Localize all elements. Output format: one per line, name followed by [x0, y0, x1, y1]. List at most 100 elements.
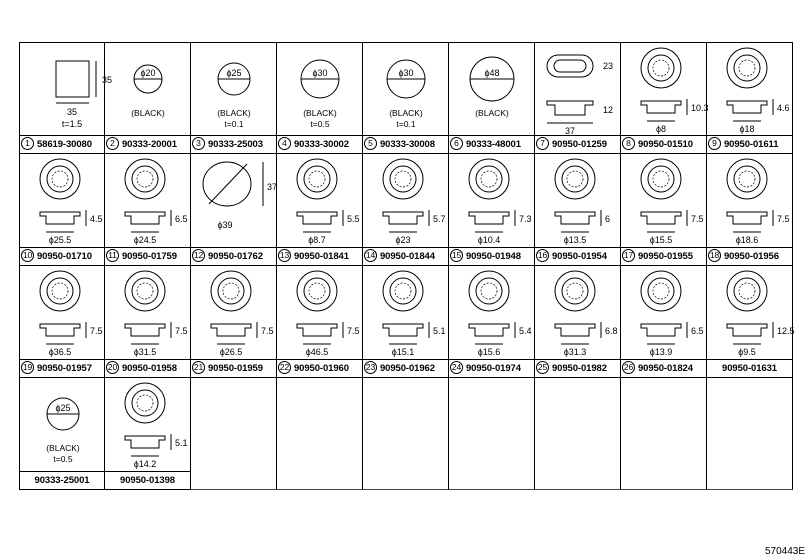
dimension-label: ϕ25 — [55, 403, 70, 413]
part-number: 90950-01762 — [208, 251, 263, 262]
part-number: 90950-01957 — [37, 363, 92, 374]
grommet-section — [726, 100, 768, 114]
grommet-top-inner — [561, 277, 589, 305]
grommet-top-inner — [561, 165, 589, 193]
grommet-top-inner — [389, 165, 417, 193]
part-number: 58619-30080 — [37, 139, 92, 150]
item-number: 20 — [106, 361, 119, 374]
part-number: 90950-01974 — [466, 363, 521, 374]
grommet-top-outer — [124, 382, 166, 424]
dimension-label: 4.5 — [90, 214, 103, 224]
grommet-top-inner — [647, 165, 675, 193]
oval-grommet-inner — [553, 59, 587, 73]
dimension-label: ϕ8 — [656, 124, 666, 134]
part-number: 90950-01958 — [122, 363, 177, 374]
dimension-label: 6 — [605, 214, 610, 224]
grommet-top-hole — [566, 170, 584, 188]
part-drawing: 7.5 ϕ31.5 — [124, 270, 188, 357]
grommet-top-outer — [726, 270, 768, 312]
part-number: 90333-48001 — [466, 139, 521, 150]
dimension-label: 12.5 — [777, 326, 795, 336]
dimension-label: (BLACK) — [303, 108, 337, 118]
grommet-top-outer — [726, 47, 768, 89]
dimension-label: ϕ31.5 — [134, 347, 157, 357]
item-number: 18 — [708, 249, 721, 262]
grommet-top-outer — [39, 158, 81, 200]
grommet-top-outer — [640, 158, 682, 200]
grommet-top-outer — [296, 158, 338, 200]
part-drawing: 5.5ϕ8.7 — [296, 158, 360, 245]
dimension-label: ϕ30 — [312, 68, 327, 78]
grommet-top-inner — [303, 165, 331, 193]
empty-cell — [621, 378, 707, 490]
part-number: 90950-01844 — [380, 251, 435, 262]
empty-cell — [535, 378, 621, 490]
part-drawing: ϕ25(BLACK)t=0.1 — [217, 62, 251, 129]
grommet-top-hole — [136, 170, 154, 188]
item-number: 24 — [450, 361, 463, 374]
dimension-label: t=0.1 — [396, 119, 415, 129]
dimension-label: ϕ18 — [739, 124, 754, 134]
grommet-section — [726, 323, 768, 337]
dimension-label: 23 — [603, 61, 613, 71]
grommet-section — [124, 211, 166, 225]
dimension-label: 7.5 — [175, 326, 188, 336]
part-number: 90950-01611 — [724, 139, 779, 150]
grommet-top-inner — [733, 165, 761, 193]
part-number: 90950-01959 — [208, 363, 263, 374]
grommet-top-outer — [468, 158, 510, 200]
item-number: 5 — [364, 137, 377, 150]
part-number: 90950-01982 — [552, 363, 607, 374]
grommet-top-hole — [51, 170, 69, 188]
part-label: 90950-01398 — [105, 471, 190, 489]
diagram-code: 570443E — [764, 546, 805, 557]
item-number: 7 — [536, 137, 549, 150]
dimension-label: 6.5 — [175, 214, 188, 224]
grommet-top-inner — [647, 277, 675, 305]
part-drawing: ϕ25(BLACK)t=0.5 — [46, 397, 80, 464]
item-number: 16 — [536, 249, 549, 262]
grommet-section — [554, 323, 596, 337]
part-number: 90950-01759 — [122, 251, 177, 262]
part-drawing: ϕ48(BLACK) — [469, 56, 515, 118]
item-number: 14 — [364, 249, 377, 262]
grommet-section — [210, 323, 252, 337]
grommet-top-outer — [554, 158, 596, 200]
grommet-top-hole — [652, 170, 670, 188]
item-number: 9 — [708, 137, 721, 150]
grommet-section — [640, 323, 682, 337]
dimension-label: t=0.5 — [53, 454, 72, 464]
empty-cell — [363, 378, 449, 490]
dimension-label: ϕ13.5 — [564, 235, 587, 245]
cross-grommet-outline — [202, 161, 252, 207]
